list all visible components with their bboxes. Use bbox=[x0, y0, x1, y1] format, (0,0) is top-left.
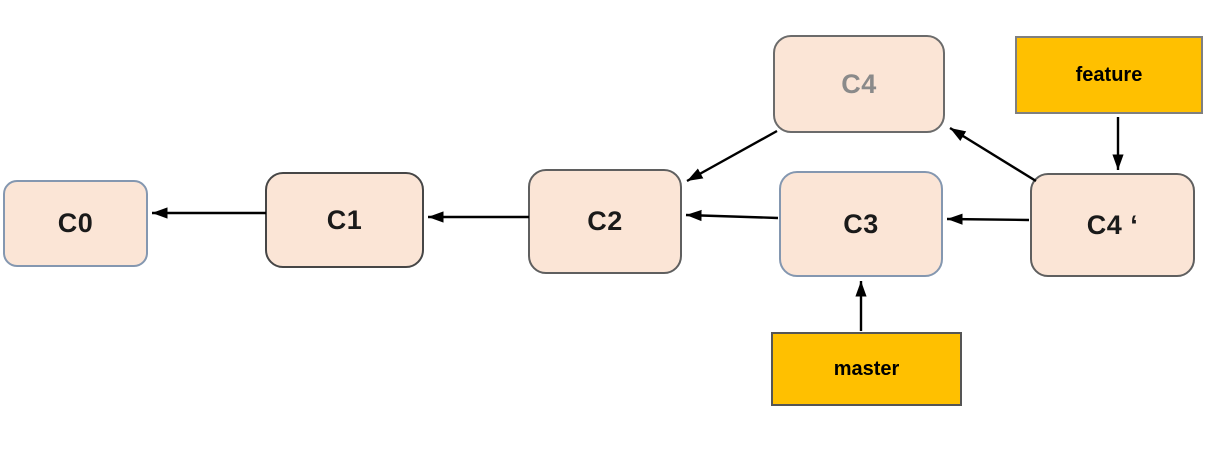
arrow-c4-to-c2 bbox=[686, 129, 778, 183]
branch-box-feature: feature bbox=[1015, 36, 1203, 114]
commit-label-c1: C1 bbox=[326, 204, 363, 235]
branch-label-master: master bbox=[833, 357, 900, 380]
commit-node-c0: C0 bbox=[3, 180, 148, 267]
arrow-c4prime-to-c3 bbox=[946, 213, 1030, 225]
commit-node-c4-prime: C4 ‘ bbox=[1030, 173, 1195, 277]
commit-label-c2: C2 bbox=[587, 206, 623, 236]
commit-label-c4: C4 bbox=[841, 68, 877, 99]
branch-label-feature: feature bbox=[1075, 63, 1143, 86]
branch-box-master: master bbox=[771, 332, 962, 406]
arrow-c4prime-to-c4 bbox=[949, 126, 1037, 183]
commit-node-c3: C3 bbox=[779, 171, 943, 277]
commit-node-c2: C2 bbox=[528, 169, 682, 274]
commit-label-c0: C0 bbox=[57, 208, 94, 238]
commit-label-c3: C3 bbox=[843, 208, 879, 239]
arrow-c3-to-c2 bbox=[685, 209, 779, 222]
commit-node-c1: C1 bbox=[265, 172, 424, 268]
commit-node-c4-ghost: C4 bbox=[773, 35, 945, 133]
commit-label-c4-prime: C4 ‘ bbox=[1086, 209, 1139, 240]
